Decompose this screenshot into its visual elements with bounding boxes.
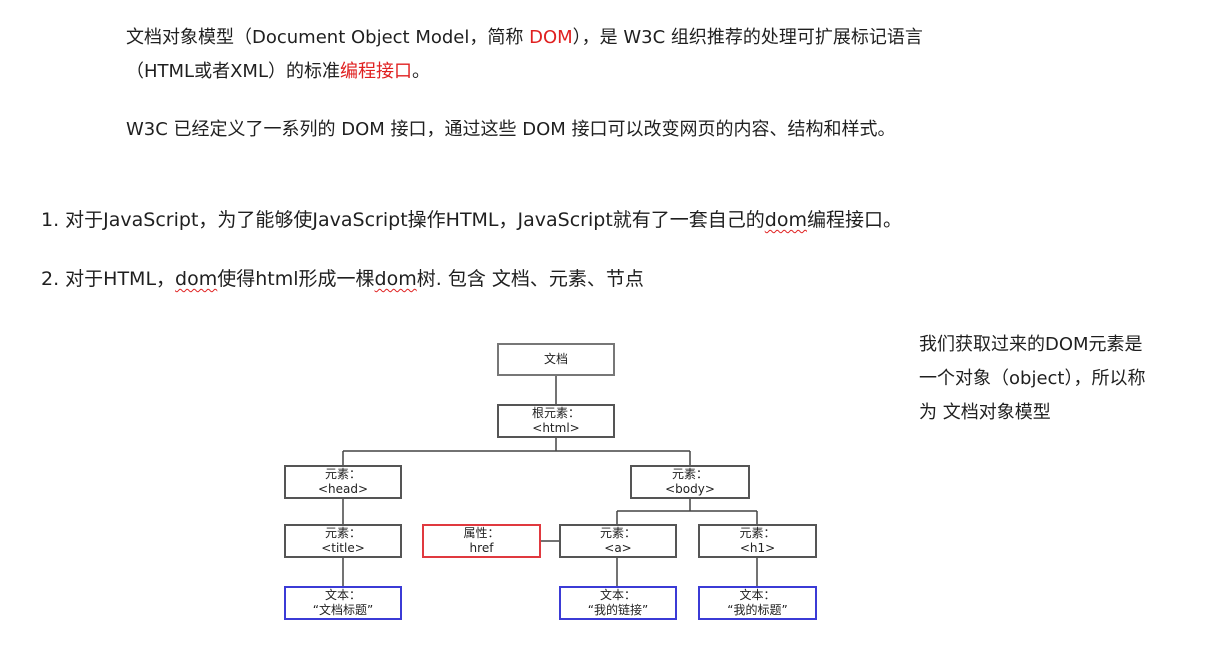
side-note-line-2: 一个对象（object），所以称 (919, 368, 1146, 389)
node-head: 元素： <head> (284, 465, 402, 499)
node-title: 元素： <title> (284, 524, 402, 558)
dom-highlight: DOM (529, 27, 573, 48)
node-title-label: 元素： (324, 526, 361, 540)
intro-line2-suffix: 。 (411, 61, 430, 82)
list-item-1-dom: dom (764, 209, 807, 231)
node-h1-tag: <h1> (739, 541, 776, 555)
list-item-2-mid: 使得html形成一棵 (217, 268, 375, 290)
node-text-h1-value: “我的标题” (727, 603, 788, 617)
list-item-1-suffix: 编程接口。 (806, 209, 902, 231)
node-document-label: 文档 (543, 352, 568, 366)
node-h1-label: 元素： (739, 526, 776, 540)
intro-line1-suffix: ），是 W3C 组织推荐的处理可扩展标记语言 (572, 27, 923, 48)
list-item-2-prefix: 2. 对于HTML， (41, 268, 176, 290)
side-note: 我们获取过来的DOM元素是 一个对象（object），所以称 为 文档对象模型 (919, 328, 1219, 430)
node-text-a-label: 文本： (599, 588, 636, 602)
intro-paragraph: 文档对象模型（Document Object Model，简称 DOM），是 W… (126, 21, 923, 89)
list-item-2-dom-1: dom (175, 268, 218, 290)
list-item-1-prefix: 1. 对于JavaScript，为了能够使JavaScript操作HTML，Ja… (41, 209, 765, 231)
node-title-tag: <title> (321, 541, 365, 555)
side-note-line-1: 我们获取过来的DOM元素是 (919, 334, 1143, 355)
w3c-paragraph: W3C 已经定义了一系列的 DOM 接口，通过这些 DOM 接口可以改变网页的内… (126, 119, 896, 140)
node-a: 元素： <a> (559, 524, 677, 558)
node-root-tag: <html> (532, 421, 580, 435)
node-text-a-value: “我的链接” (587, 603, 649, 617)
node-root-html: 根元素： <html> (497, 404, 615, 438)
side-note-line-3: 为 文档对象模型 (919, 402, 1051, 423)
node-attr-label: 属性： (463, 526, 500, 540)
node-text-h1-label: 文本： (739, 588, 776, 602)
list-item-2-suffix: 树. 包含 文档、元素、节点 (416, 268, 644, 290)
node-body-tag: <body> (665, 482, 715, 496)
node-text-title: 文本： “文档标题” (284, 586, 402, 620)
list-item-1: 1. 对于JavaScript，为了能够使JavaScript操作HTML，Ja… (41, 203, 902, 237)
node-text-title-value: “文档标题” (312, 603, 374, 617)
node-root-label: 根元素： (531, 406, 580, 420)
node-head-label: 元素： (324, 467, 361, 481)
list-item-2: 2. 对于HTML，dom使得html形成一棵dom树. 包含 文档、元素、节点 (41, 262, 644, 296)
node-a-tag: <a> (604, 541, 632, 555)
node-head-tag: <head> (317, 482, 369, 496)
node-document: 文档 (497, 343, 615, 376)
node-attribute-href: 属性： href (422, 524, 541, 558)
node-text-h1: 文本： “我的标题” (698, 586, 817, 620)
node-text-title-label: 文本： (324, 588, 361, 602)
node-h1: 元素： <h1> (698, 524, 817, 558)
intro-line2-prefix: （HTML或者XML）的标准 (126, 61, 340, 82)
programming-interface-highlight: 编程接口 (339, 61, 412, 82)
intro-line1-prefix: 文档对象模型（Document Object Model，简称 (126, 27, 530, 48)
node-text-a: 文本： “我的链接” (559, 586, 677, 620)
node-body-label: 元素： (671, 467, 708, 481)
intro-line2: （HTML或者XML）的标准编程接口。 (126, 61, 430, 82)
node-attr-tag: href (469, 541, 494, 555)
list-item-2-dom-2: dom (374, 268, 417, 290)
node-a-label: 元素： (599, 526, 636, 540)
intro-line1: 文档对象模型（Document Object Model，简称 DOM），是 W… (126, 27, 923, 48)
node-body: 元素： <body> (630, 465, 750, 499)
